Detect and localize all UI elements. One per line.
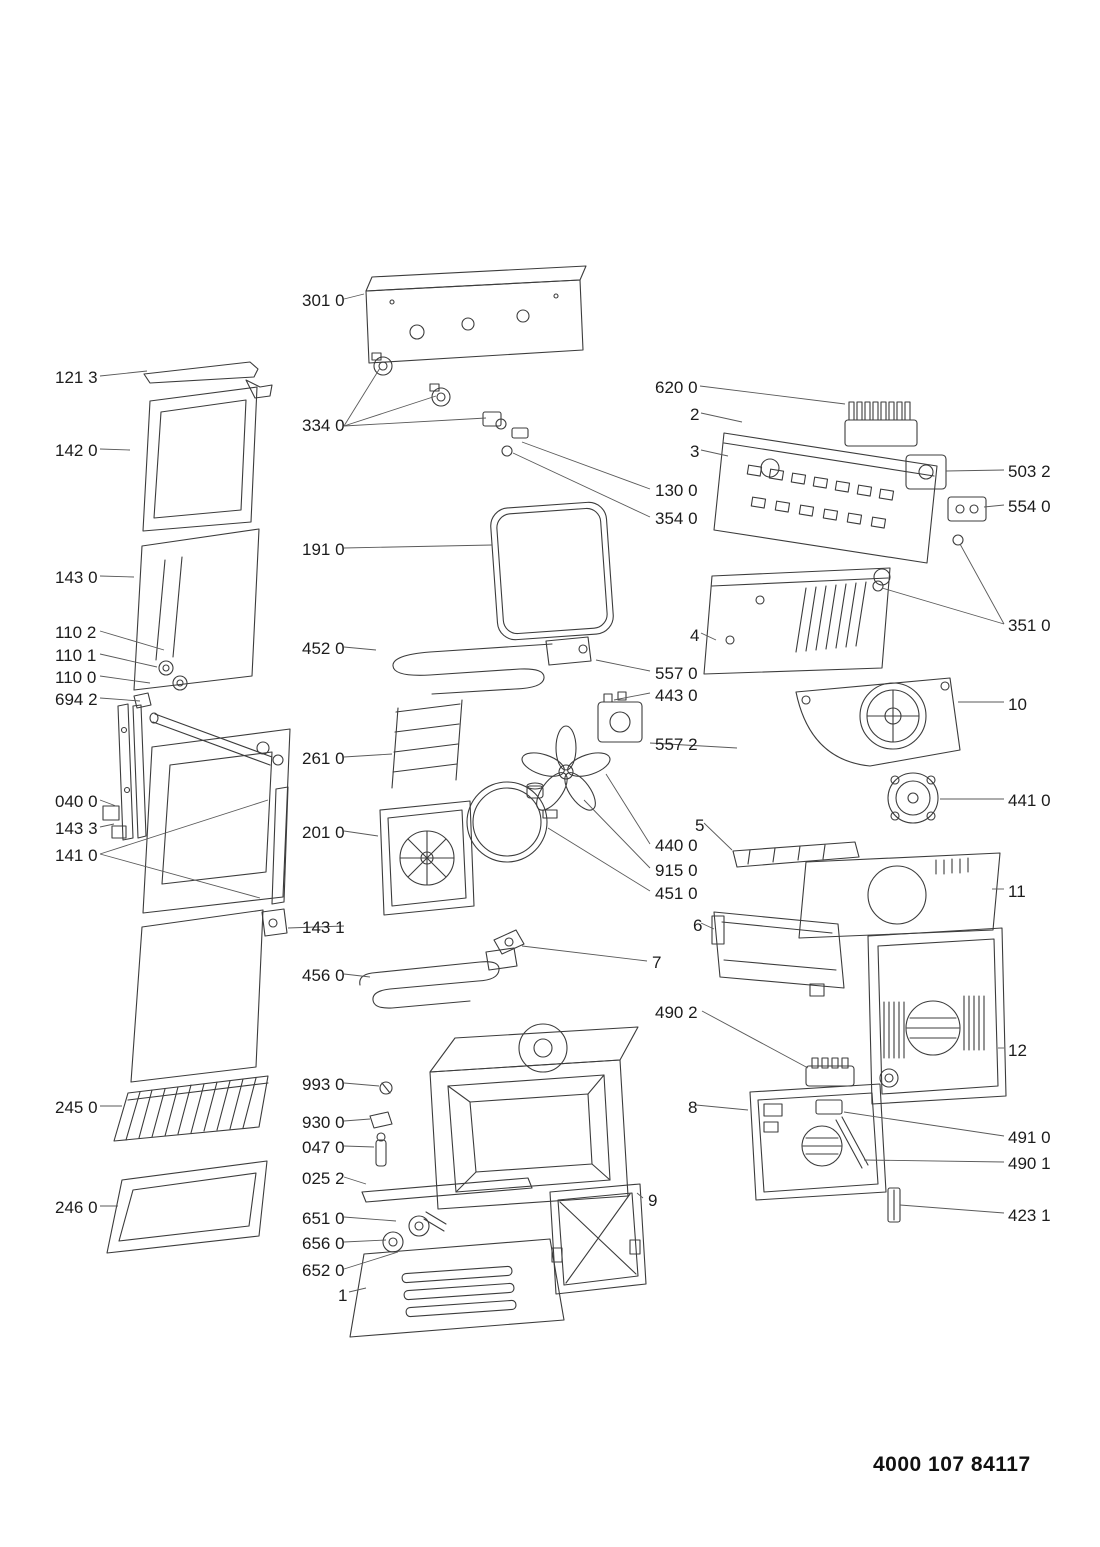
part-label-110-1: 110 1 [55,646,97,665]
part-drawing-control-panel [365,265,587,364]
part-drawing-back-panel [867,927,1007,1105]
part-drawing-fan-plate [379,800,475,916]
part-drawing-terminal-strip [805,1057,855,1087]
part-label-334-0: 334 0 [302,416,345,435]
part-label-110-2: 110 2 [55,623,97,642]
part-drawing-washers [133,660,188,709]
part-drawing-grill-element [392,636,592,695]
part-label-557-2: 557 2 [655,735,698,754]
part-drawing-hinge-rod [149,712,284,766]
part-drawing-bracket [493,929,525,955]
part-drawing-oven-cavity [429,1023,639,1210]
part-drawing-outer-door-glass [142,386,258,532]
part-drawing-mounting-plate [749,1083,887,1201]
part-drawing-terminal-block [844,401,918,447]
part-label-491-0: 491 0 [1008,1128,1051,1147]
ref-label-8: 8 [688,1098,698,1117]
part-label-142-0: 142 0 [55,441,98,460]
part-label-143-1: 143 1 [302,918,345,937]
ref-label-12: 12 [1008,1041,1027,1060]
part-label-441-0: 441 0 [1008,791,1051,810]
part-label-490-2: 490 2 [655,1003,698,1022]
part-drawing-side-panel [703,567,891,675]
part-drawing-rear-control-chassis [713,432,938,586]
part-label-443-0: 443 0 [655,686,698,705]
part-drawing-fan-housing [795,677,961,767]
part-drawing-hinge-rails [102,703,147,841]
part-drawing-small-fittings [361,1081,533,1203]
part-drawing-bottom-panel [349,1238,565,1338]
leader-lines [99,293,1005,1293]
part-label-915-0: 915 0 [655,861,698,880]
ref-label-7: 7 [652,953,662,972]
part-drawing-switches [872,454,987,592]
ref-label-2: 2 [690,405,700,424]
part-label-143-0: 143 0 [55,568,98,587]
ref-label-11: 11 [1008,882,1026,901]
part-label-620-0: 620 0 [655,378,698,397]
ref-label-5: 5 [695,816,705,835]
part-drawing-inner-door-frame [142,728,291,937]
part-drawing-lower-front-panel [549,1183,647,1295]
part-label-993-0: 993 0 [302,1075,345,1094]
part-label-694-2: 694 2 [55,690,98,709]
part-label-930-0: 930 0 [302,1113,345,1132]
part-drawing-door-gasket [490,501,614,641]
part-label-423-1: 423 1 [1008,1206,1051,1225]
part-drawing-door-trim [143,361,273,399]
part-label-557-0: 557 0 [655,664,698,683]
part-drawing-trim-strip [732,841,860,868]
part-label-191-0: 191 0 [302,540,345,559]
ref-label-3: 3 [690,442,700,461]
part-label-503-2: 503 2 [1008,462,1051,481]
part-label-121-3: 121 3 [55,368,98,387]
part-drawing-ring-element [466,781,558,863]
ref-label-1: 1 [338,1286,348,1305]
part-label-143-3: 143 3 [55,819,98,838]
part-drawing-channel [711,911,845,997]
part-label-451-0: 451 0 [655,884,698,903]
part-label-656-0: 656 0 [302,1234,345,1253]
ref-label-6: 6 [693,916,703,935]
part-label-201-0: 201 0 [302,823,345,842]
part-label-490-1: 490 1 [1008,1154,1051,1173]
part-label-246-0: 246 0 [55,1198,98,1217]
part-drawing-thermostat-knobs [382,1211,447,1253]
part-label-440-0: 440 0 [655,836,698,855]
part-drawing-convection-motor [887,772,939,824]
part-label-651-0: 651 0 [302,1209,345,1228]
part-label-110-0: 110 0 [55,668,97,687]
part-drawing-bake-element [359,947,518,1009]
part-drawing-wire-rack [113,1075,269,1142]
part-label-554-0: 554 0 [1008,497,1051,516]
part-label-456-0: 456 0 [302,966,345,985]
part-drawing-side-rack [391,699,463,789]
part-label-130-0: 130 0 [655,481,698,500]
part-label-245-0: 245 0 [55,1098,98,1117]
document-number: 4000 107 84117 [873,1453,1031,1476]
part-drawing-fan-motor [597,691,643,743]
part-label-040-0: 040 0 [55,792,98,811]
part-label-261-0: 261 0 [302,749,345,768]
ref-label-4: 4 [690,626,700,645]
part-drawing-knobs [371,352,529,457]
part-drawing-lower-door-glass [130,909,264,1083]
part-drawing-side-bar [887,1187,901,1223]
part-label-025-2: 025 2 [302,1169,345,1188]
part-drawing-top-panel [798,852,1001,939]
part-label-301-0: 301 0 [302,291,345,310]
part-drawing-fan-blade [521,725,611,811]
part-label-351-0: 351 0 [1008,616,1051,635]
ref-label-9: 9 [648,1191,658,1210]
part-label-047-0: 047 0 [302,1138,345,1157]
part-label-354-0: 354 0 [655,509,698,528]
part-label-652-0: 652 0 [302,1261,345,1280]
part-label-141-0: 141 0 [55,846,98,865]
part-drawing-baking-tray [106,1160,268,1254]
ref-label-10: 10 [1008,695,1027,714]
part-label-452-0: 452 0 [302,639,345,658]
